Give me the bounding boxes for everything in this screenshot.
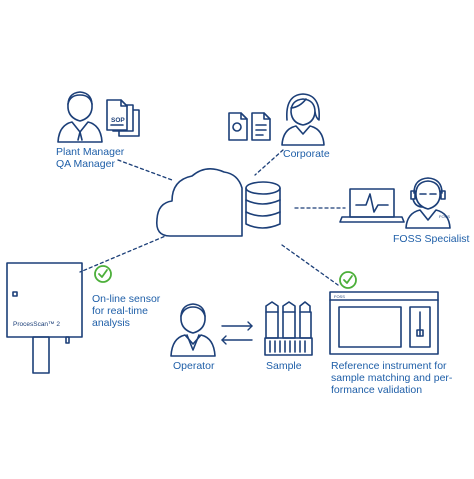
checkmark-icon — [94, 265, 112, 283]
laptop-icon — [339, 188, 405, 223]
reference-label: Reference instrument for sample matching… — [331, 360, 452, 396]
corporate-person-icon — [281, 93, 325, 146]
cloud-icon — [155, 168, 243, 237]
exchange-arrows-icon — [221, 321, 253, 345]
connector-sensor — [79, 231, 176, 273]
connectors — [79, 149, 346, 286]
operator-label: Operator — [173, 360, 215, 372]
connector-reference — [281, 244, 339, 286]
plant-manager-label-line2: QA Manager — [56, 158, 115, 170]
foss-specialist-label: FOSS Specialist — [393, 233, 470, 245]
sop-document-icon — [106, 99, 140, 137]
sensor-label-line2: for real-time — [92, 305, 149, 317]
corporate-document-icon — [228, 112, 271, 141]
plant-manager-person-icon — [57, 91, 103, 143]
sample-bottles-icon — [264, 301, 313, 356]
analyzer-icon — [329, 291, 439, 355]
reference-label-line1: Reference instrument for — [331, 360, 447, 372]
foss-specialist-badge: FOSS — [439, 214, 450, 219]
reference-label-line2: sample matching and per- — [331, 372, 453, 384]
checkmark-icon — [339, 271, 357, 289]
sensor-label-line3: analysis — [92, 317, 130, 329]
connector-plant-manager — [117, 159, 173, 181]
plant-manager-label: Plant Manager QA Manager — [56, 146, 124, 170]
sensor-device-icon — [6, 262, 83, 374]
analyzer-badge: FOSS — [334, 294, 345, 299]
sensor-label-line1: On-line sensor — [92, 293, 161, 305]
sensor-device-label: ProcesScan™ 2 — [13, 321, 60, 328]
corporate-label: Corporate — [283, 148, 330, 160]
connector-corporate — [254, 149, 284, 176]
sensor-label: On-line sensor for real-time analysis — [92, 293, 160, 329]
reference-label-line3: formance validation — [331, 384, 423, 396]
plant-manager-label-line1: Plant Manager — [56, 146, 125, 158]
sop-label: SOP — [111, 117, 125, 124]
sample-label: Sample — [266, 360, 302, 372]
database-icon — [245, 181, 281, 229]
foss-specialist-person-icon — [405, 177, 451, 229]
operator-person-icon — [170, 303, 216, 357]
